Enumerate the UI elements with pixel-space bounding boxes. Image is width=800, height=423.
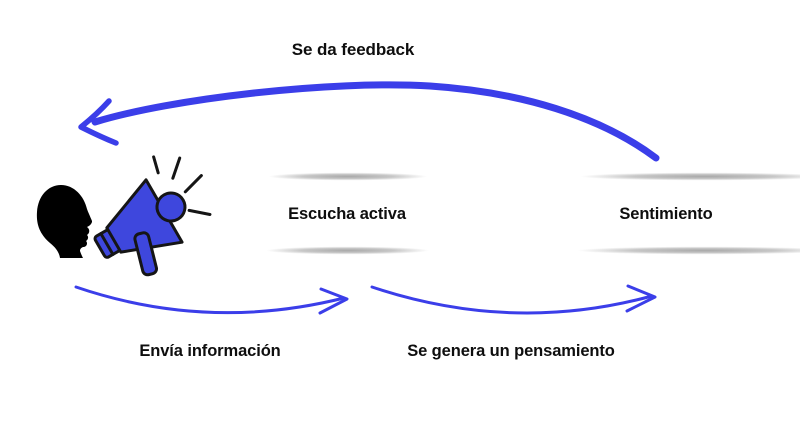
sound-lines-icon: [152, 155, 212, 217]
megaphone-mouthpiece-divider: [99, 232, 115, 256]
megaphone-handle: [133, 231, 159, 277]
pensamiento-arrow: [370, 285, 654, 315]
escucha-card-shadow-top: [258, 172, 438, 181]
sentimiento-card-shadow-bottom: [560, 246, 800, 255]
person-head-icon: [36, 185, 92, 258]
feedback-arrowhead: [78, 98, 119, 146]
feedback-label: Se da feedback: [291, 40, 415, 59]
escucha-card-label: Escucha activa: [288, 205, 406, 223]
sentimiento-card-shadow-top: [563, 172, 800, 181]
pensamiento-arrowhead: [625, 284, 657, 313]
megaphone-bell: [155, 191, 187, 223]
envia-label: Envía información: [139, 342, 281, 360]
megaphone-icon: [93, 155, 212, 277]
feedback-arrow: [91, 81, 660, 162]
sentimiento-card-label: Sentimiento: [619, 205, 713, 223]
megaphone-cone: [105, 178, 184, 254]
escucha-card-shadow-bottom: [255, 246, 440, 255]
pensamiento-label: Se genera un pensamiento: [407, 342, 615, 360]
envia-arrow: [74, 285, 346, 315]
envia-arrowhead: [318, 287, 349, 315]
